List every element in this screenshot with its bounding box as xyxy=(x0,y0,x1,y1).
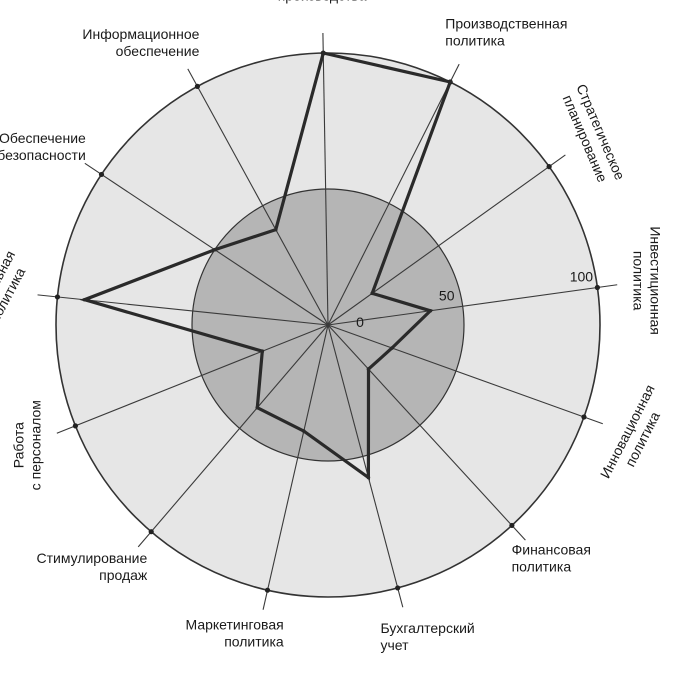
scale-label-0: 0 xyxy=(356,314,364,330)
spoke-tick-10 xyxy=(54,294,61,300)
axis-label-1-line-1: политика xyxy=(445,33,505,49)
axis-label-5-line-1: политика xyxy=(512,558,572,574)
series-point-2 xyxy=(370,291,375,296)
spoke-7 xyxy=(262,324,329,610)
axis-label-0-line-1: производства xyxy=(278,0,367,4)
spoke-tick-7 xyxy=(264,587,271,593)
series-point-4 xyxy=(390,346,394,350)
series-point-11 xyxy=(212,247,217,252)
spoke-tick-3 xyxy=(594,284,601,291)
scale-label-50: 50 xyxy=(439,287,455,303)
axis-label-1-line-0: Производственная xyxy=(445,16,567,32)
series-point-0 xyxy=(321,51,326,55)
axis-label-5-line-0: Финансовая xyxy=(512,541,591,557)
axis-label-9-line-1: с персоналом xyxy=(28,400,44,490)
series-polygon xyxy=(79,51,453,481)
axis-label-6-line-0: Бухгалтерский xyxy=(381,620,475,636)
axis-label-7-line-1: политика xyxy=(224,634,284,650)
axis-label-7-line-0: Маркетинговая xyxy=(185,617,283,633)
spoke-tick-4 xyxy=(581,414,587,420)
series-point-7 xyxy=(302,429,306,433)
series-point-6 xyxy=(366,475,371,480)
axis-label-12-line-0: Информационное xyxy=(82,26,199,42)
axis-label-9-line-0: Работа xyxy=(11,422,27,468)
axis-label-12-line-1: обеспечение xyxy=(116,43,200,59)
series-point-3 xyxy=(428,308,433,313)
axis-label-3-line-0: Инвестиционная xyxy=(647,226,663,335)
spoke-8 xyxy=(137,324,329,548)
series-point-8 xyxy=(255,405,260,410)
spoke-11 xyxy=(84,162,329,326)
spoke-1 xyxy=(327,63,460,326)
series-point-10 xyxy=(82,297,87,302)
axis-label-11-line-0: Обеспечение xyxy=(0,130,86,146)
spoke-9 xyxy=(56,324,329,434)
axis-label-3-line-1: политика xyxy=(630,251,646,311)
series-point-12 xyxy=(273,227,278,232)
spoke-tick-12 xyxy=(194,83,201,89)
spoke-tick-6 xyxy=(395,585,401,591)
axis-label-8-line-1: продаж xyxy=(99,567,148,583)
axis-label-11-line-1: безопасности xyxy=(0,147,86,163)
spoke-6 xyxy=(327,324,404,608)
spoke-tick-9 xyxy=(72,423,78,429)
spoke-12 xyxy=(187,68,329,326)
spoke-4 xyxy=(327,324,603,425)
spoke-5 xyxy=(327,324,526,541)
spoke-3 xyxy=(327,284,618,326)
series-point-1 xyxy=(448,80,452,84)
series-point-5 xyxy=(366,367,371,371)
spoke-tick-2 xyxy=(546,164,552,170)
spoke-tick-8 xyxy=(148,529,154,535)
series-layer xyxy=(79,51,453,481)
spoke-2 xyxy=(327,154,566,326)
axis-label-6-line-1: учет xyxy=(381,637,410,653)
axis-label-8-line-0: Стимулирование xyxy=(37,550,148,566)
series-point-9 xyxy=(260,349,265,354)
scale-label-100: 100 xyxy=(570,269,594,285)
spoke-0 xyxy=(322,33,329,326)
spoke-tick-5 xyxy=(509,522,515,529)
axis-label-0: Обеспечениепроизводства xyxy=(278,0,367,4)
spoke-tick-11 xyxy=(98,171,105,178)
